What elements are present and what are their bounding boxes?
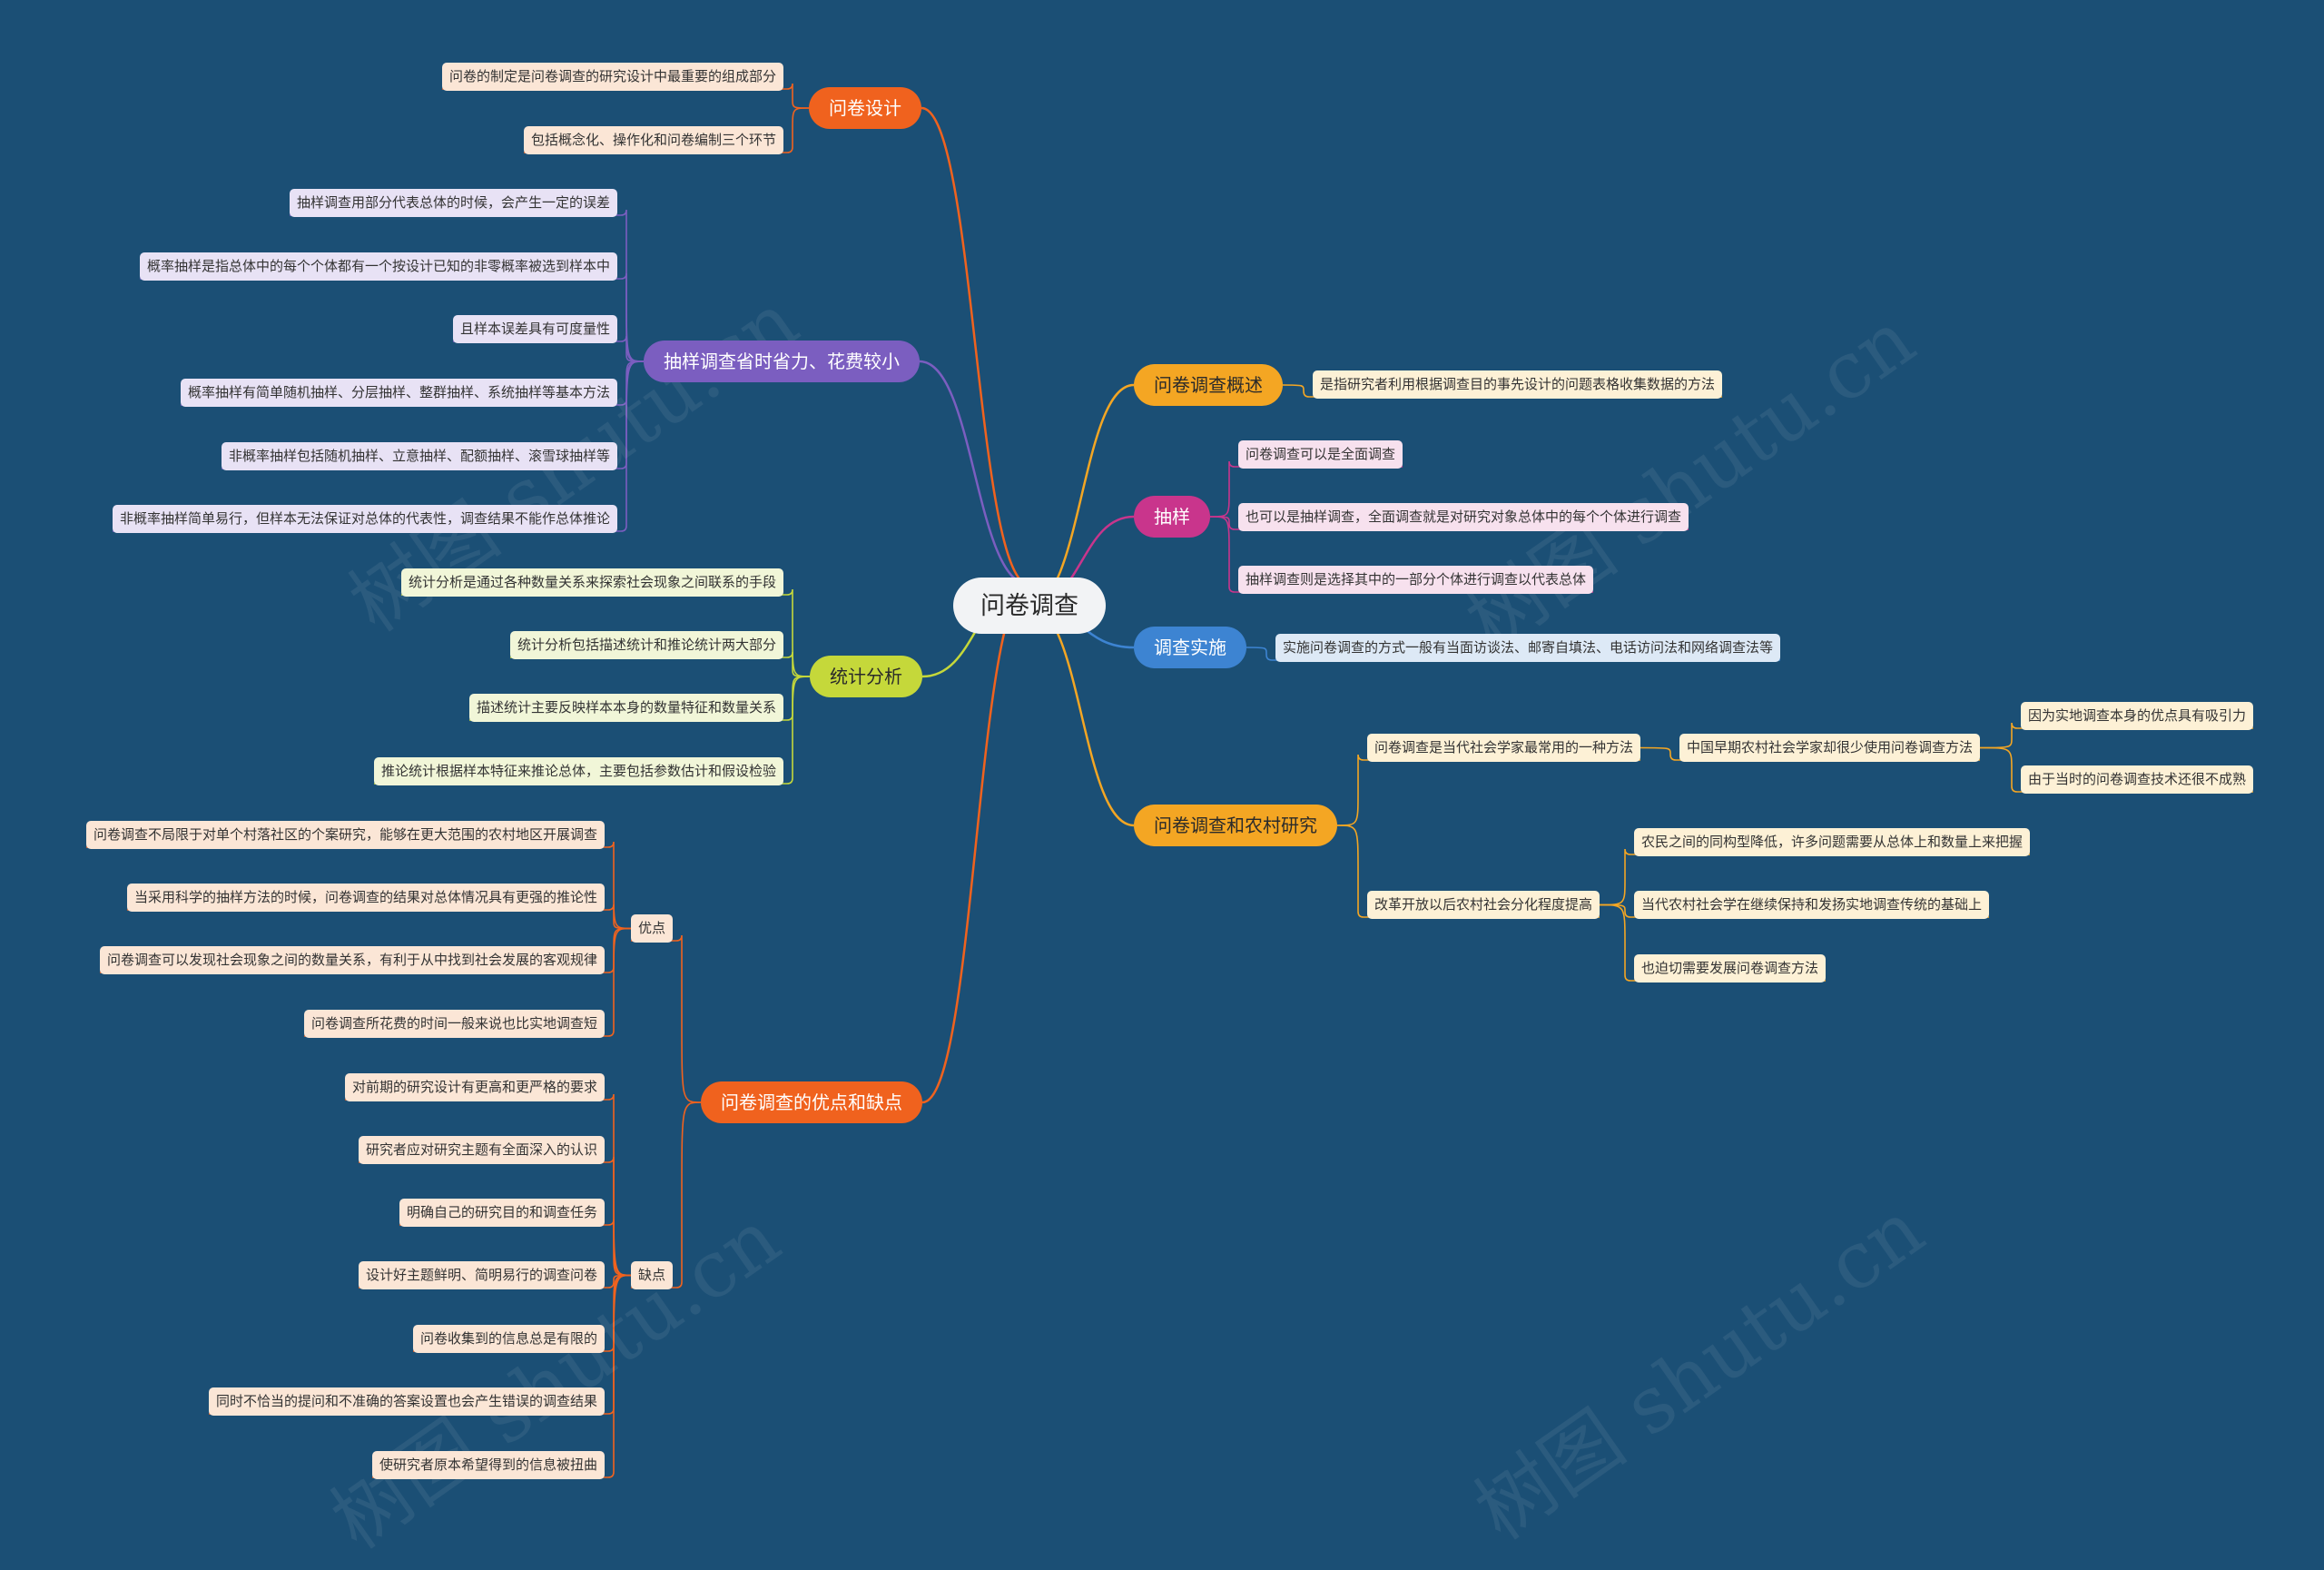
rural-reason-connector [1980,722,2254,749]
rural-sub-method[interactable]: 问卷调查是当代社会学家最常用的一种方法 [1367,734,1641,762]
leaf-cons-item[interactable]: 对前期的研究设计有更高和更严格的要求 [344,1073,605,1101]
leaf-stats-item[interactable]: 推论统计根据样本特征来推论总体，主要包括参数估计和假设检验 [373,757,783,785]
pros-leaf-connector [85,841,632,930]
pros-leaf-connector [126,903,632,930]
leaf-cons-item[interactable]: 明确自己的研究目的和调查任务 [399,1199,605,1227]
leaf-stats-item[interactable]: 描述统计主要反映样本本身的数量特征和数量关系 [468,694,783,722]
root-branch-connector [921,583,1030,1104]
branch-implementation[interactable]: 调查实施 [1134,627,1246,668]
leaf-sampling-cost-item[interactable]: 概率抽样有简单随机抽样、分层抽样、整群抽样、系统抽样等基本方法 [180,379,617,407]
cons-leaf-connector [371,1274,632,1478]
leaf-cons-item[interactable]: 设计好主题鲜明、简明易行的调查问卷 [358,1261,605,1289]
leaf-design-item[interactable]: 问卷的制定是问卷调查的研究设计中最重要的组成部分 [441,63,783,91]
root-branch-connector [1029,604,1135,827]
rural-reform-connector [1600,848,2031,906]
branch-sampling-cost[interactable]: 抽样调查省时省力、花费较小 [644,341,920,382]
branch-rural-research[interactable]: 问卷调查和农村研究 [1134,805,1337,846]
leaf-sampling-cost-item[interactable]: 且样本误差具有可度量性 [452,315,617,343]
leaf-rural-reform-item[interactable]: 也迫切需要发展问卷调查方法 [1634,954,1827,982]
sampling-leaf-connector [1209,516,1594,593]
cons-leaf-connector [344,1093,632,1277]
branch-sampling[interactable]: 抽样 [1134,496,1210,538]
pros-cons-connector [631,934,702,1103]
leaf-sampling-cost-item[interactable]: 非概率抽样包括随机抽样、立意抽样、配额抽样、滚雪球抽样等 [221,442,617,470]
sampling-leaf-connector [1209,460,1403,518]
leaf-pros-item[interactable]: 当采用科学的抽样方法的时候，问卷调查的结果对总体情况具有更强的推论性 [126,884,605,912]
leaf-overview-item[interactable]: 是指研究者利用根据调查目的事先设计的问题表格收集数据的方法 [1313,370,1723,399]
branch-questionnaire-design[interactable]: 问卷设计 [809,87,921,129]
leaf-rural-reform-item[interactable]: 农民之间的同构型降低，许多问题需要从总体上和数量上来把握 [1634,828,2031,856]
leaf-sampling-item[interactable]: 抽样调查则是选择其中的一部分个体进行调查以代表总体 [1238,566,1594,594]
root-topic[interactable]: 问卷调查 [953,578,1106,634]
cons-leaf-connector [358,1274,632,1289]
leaf-sampling-item[interactable]: 也可以是抽样调查，全面调查就是对研究对象总体中的每个个体进行调查 [1238,503,1689,531]
leaf-sampling-cost-item[interactable]: 概率抽样是指总体中的每个个体都有一个按设计已知的非零概率被选到样本中 [139,252,617,281]
pros-node[interactable]: 优点 [631,914,674,943]
sampling-cost-leaf-connector [452,335,645,362]
leaf-stats-item[interactable]: 统计分析是通过各种数量关系来探索社会现象之间联系的手段 [400,568,783,597]
root-branch-connector [921,106,1030,587]
design-leaf-connector [441,83,810,109]
leaf-cons-item[interactable]: 问卷收集到的信息总是有限的 [412,1325,605,1353]
leaf-sampling-cost-item[interactable]: 抽样调查用部分代表总体的时候，会产生一定的误差 [289,189,617,217]
rural-sub-early-scholars[interactable]: 中国早期农村社会学家却很少使用问卷调查方法 [1679,734,1981,762]
stats-leaf-connector [400,588,811,677]
leaf-rural-reason[interactable]: 由于当时的问卷调查技术还很不成熟 [2021,765,2254,794]
branch-pros-and-cons[interactable]: 问卷调查的优点和缺点 [701,1081,922,1123]
root-branch-connector [1029,383,1135,607]
design-leaf-connector [523,107,810,153]
rural-sub1-connector [1640,746,1981,761]
leaf-cons-item[interactable]: 研究者应对研究主题有全面深入的认识 [358,1136,605,1164]
leaf-stats-item[interactable]: 统计分析包括描述统计和推论统计两大部分 [509,631,783,659]
pros-leaf-connector [303,927,632,1037]
overview-leaf-connector [1282,384,1723,398]
leaf-cons-item[interactable]: 使研究者原本希望得到的信息被扭曲 [371,1451,605,1479]
cons-leaf-connector [358,1156,632,1277]
leaf-pros-item[interactable]: 问卷调查所花费的时间一般来说也比实地调查短 [303,1010,605,1038]
branch-overview[interactable]: 问卷调查概述 [1134,364,1283,406]
leaf-rural-reason[interactable]: 因为实地调查本身的优点具有吸引力 [2021,702,2254,730]
rural-reform-connector [1600,903,1827,982]
sampling-leaf-connector [1209,516,1689,530]
rural-sub-reform[interactable]: 改革开放以后农村社会分化程度提高 [1367,891,1600,919]
leaf-sampling-item[interactable]: 问卷调查可以是全面调查 [1238,440,1403,469]
stats-leaf-connector [509,651,811,677]
leaf-cons-item[interactable]: 同时不恰当的提问和不准确的答案设置也会产生错误的调查结果 [208,1387,605,1416]
root-branch-connector [919,360,1030,587]
rural-sub-connector [1336,754,1641,826]
leaf-pros-item[interactable]: 问卷调查可以发现社会现象之间的数量关系，有利于从中找到社会发展的客观规律 [99,946,605,974]
rural-sub-connector [1336,824,1600,918]
implementation-leaf-connector [1246,647,1781,661]
sampling-cost-leaf-connector [112,360,645,532]
rural-reform-connector [1600,903,1990,918]
rural-reason-connector [1980,746,2254,793]
sampling-cost-leaf-connector [139,272,645,362]
pros-cons-connector [631,1101,702,1289]
leaf-rural-reform-item[interactable]: 当代农村社会学在继续保持和发扬实地调查传统的基础上 [1634,891,1990,919]
cons-node[interactable]: 缺点 [631,1261,674,1289]
leaf-implementation-item[interactable]: 实施问卷调查的方式一般有当面访谈法、邮寄自填法、电话访问法和网络调查法等 [1275,634,1781,662]
leaf-pros-item[interactable]: 问卷调查不局限于对单个村落社区的个案研究，能够在更大范围的农村地区开展调查 [85,821,605,849]
cons-leaf-connector [399,1219,632,1277]
leaf-sampling-cost-item[interactable]: 非概率抽样简单易行，但样本无法保证对总体的代表性，调查结果不能作总体推论 [112,505,617,533]
stats-leaf-connector [373,676,811,785]
leaf-design-item[interactable]: 包括概念化、操作化和问卷编制三个环节 [523,126,783,154]
branch-statistical-analysis[interactable]: 统计分析 [810,656,922,697]
